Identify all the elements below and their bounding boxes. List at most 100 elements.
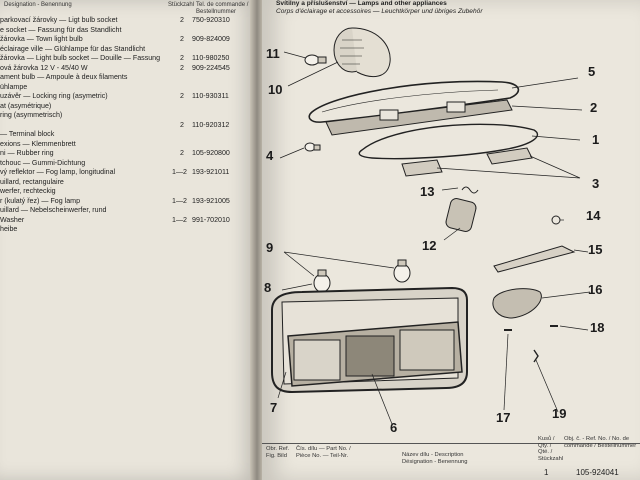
fog-lamp-12 <box>445 198 477 232</box>
bulb-9 <box>393 259 411 283</box>
table-row: žárovka — Town light bulb 2 909-824009 <box>0 35 250 45</box>
row-description: werfer, rechteckig <box>0 187 56 195</box>
table-row: 2 110-920312 <box>0 121 250 131</box>
row-description: — Terminal block <box>0 130 55 138</box>
row-part-number: 110-920312 <box>192 120 230 129</box>
row-description: vý reflektor — Fog lamp, longitudinal <box>0 168 116 176</box>
bracket-15 <box>493 245 576 273</box>
row-description: ring (asymmetrisch) <box>0 111 63 119</box>
table-row: r (kulatý řez) — Fog lamp 1—2 193-921005 <box>0 197 250 207</box>
callout-17: 17 <box>496 410 511 425</box>
row-qty: 2 <box>180 16 184 24</box>
table-row: žárovka — Light bulb socket — Douille — … <box>0 54 250 64</box>
row-description: at (asymétrique) <box>0 101 52 110</box>
callout-10: 10 <box>268 82 283 97</box>
row-description: žárovka — Town light bulb <box>0 35 83 43</box>
table-row: ühlampe <box>0 83 250 93</box>
table-row: uzávěr — Locking ring (asymetric) 2 110-93… <box>0 92 250 102</box>
row-qty: 1—2 <box>172 196 187 205</box>
row-description: r (kulatý řez) — Fog lamp <box>0 196 81 205</box>
bulb-8 <box>313 269 331 293</box>
table-row: uillard — Nebelscheinwerfer, rund <box>0 206 250 216</box>
row-part-number: 909-824009 <box>192 35 230 43</box>
lens-1 <box>358 123 539 160</box>
right-page: Svítilny a příslušenství — Lamps and oth… <box>262 0 640 480</box>
callout-15: 15 <box>588 242 603 257</box>
plate-2 <box>325 99 513 136</box>
row-part-number: 193-921005 <box>192 196 230 205</box>
row-description: exions — Klemmenbrett <box>0 139 76 148</box>
table-row: tchouc — Gummi-Dichtung <box>0 159 250 169</box>
row-part-number: 110-980250 <box>192 54 230 62</box>
header-qty: Stückzahl <box>168 2 195 8</box>
washer-14 <box>551 215 561 225</box>
table-row: éclairage ville — Glühlampe für das Stan… <box>0 45 250 55</box>
footer-designation: Désignation - Benennung <box>402 459 468 465</box>
footer-row-qty: 1 <box>544 468 549 477</box>
row-description: éclairage ville — Glühlampe für das Stan… <box>0 44 146 53</box>
footer-description: Název dílu - Description <box>402 452 464 458</box>
spot-lamp <box>333 27 391 78</box>
row-qty: 1—2 <box>172 215 187 224</box>
row-qty: 2 <box>180 92 184 100</box>
callout-9: 9 <box>266 240 274 255</box>
callout-8: 8 <box>264 280 272 295</box>
table-row: at (asymétrique) <box>0 102 250 112</box>
row-description: heibe <box>0 225 18 233</box>
table-row: ová žárovka 12 V - 45/40 W 2 909-224545 <box>0 64 250 74</box>
row-description: parkovací žárovky — Ligt bulb socket <box>0 16 118 24</box>
table-row: — Terminal block <box>0 130 250 140</box>
callout-1: 1 <box>592 132 600 147</box>
row-description: ühlampe <box>0 82 28 91</box>
footer-ref-header: Obj. č. - Ref. No. / No. de commande / B… <box>564 436 637 449</box>
table-row: ring (asymmetrisch) <box>0 111 250 121</box>
rim-5 <box>308 80 520 123</box>
row-description: Washer <box>0 215 25 224</box>
left-page: Designation - Benennung Stückzahl Tel. d… <box>0 0 258 480</box>
row-qty: 2 <box>180 35 184 43</box>
reflector-3b <box>486 147 533 165</box>
spring-13 <box>461 186 479 194</box>
callout-7: 7 <box>270 400 278 415</box>
callout-13: 13 <box>420 184 435 199</box>
row-description: tchouc — Gummi-Dichtung <box>0 158 86 167</box>
book-gutter <box>250 0 264 480</box>
title-line-1: Svítilny a příslušenství — Lamps and oth… <box>276 0 447 7</box>
footer-part-no: Čís. dílu — Part No. / Pièce No. — Teil-… <box>296 446 351 459</box>
footer-row-part: 105-924041 <box>576 468 619 477</box>
row-qty: 2 <box>180 63 184 72</box>
table-row: uillard, rectangulaire <box>0 178 250 188</box>
callout-2: 2 <box>590 100 598 115</box>
header-part-no: Tel. de commande / Bestellnummer <box>196 2 249 15</box>
header-designation: Designation - Benennung <box>4 2 72 8</box>
row-description: uzávěr — Locking ring (asymetric) <box>0 92 108 100</box>
table-row: Washer 1—2 991-702010 <box>0 216 250 226</box>
exploded-diagram <box>271 27 591 425</box>
page-title: Svítilny a příslušenství — Lamps and oth… <box>276 0 483 16</box>
reflector-3a <box>401 159 443 177</box>
row-qty: 2 <box>180 54 184 62</box>
footer-pos: Obr. Ref. Fig. Bild <box>266 446 290 459</box>
callout-14: 14 <box>586 208 601 223</box>
callout-4: 4 <box>266 148 274 163</box>
row-part-number: 110-930311 <box>192 92 229 100</box>
bulb-4 <box>304 142 321 152</box>
left-page-header: Designation - Benennung Stückzahl Tel. d… <box>0 0 258 24</box>
footer-rule <box>262 443 640 444</box>
row-qty: 2 <box>180 120 184 129</box>
callout-5: 5 <box>588 64 596 79</box>
row-description: uillard, rectangulaire <box>0 177 64 186</box>
clip-19 <box>533 349 539 363</box>
row-description: ament bulb — Ampoule à deux filaments <box>0 73 128 81</box>
row-description: ová žárovka 12 V - 45/40 W <box>0 63 88 72</box>
callout-11: 11 <box>266 46 280 61</box>
row-part-number: 909-224545 <box>192 63 230 72</box>
table-row: werfer, rechteckig <box>0 187 250 197</box>
row-description: uillard — Nebelscheinwerfer, rund <box>0 206 107 214</box>
row-part-number: 991-702010 <box>192 215 230 224</box>
